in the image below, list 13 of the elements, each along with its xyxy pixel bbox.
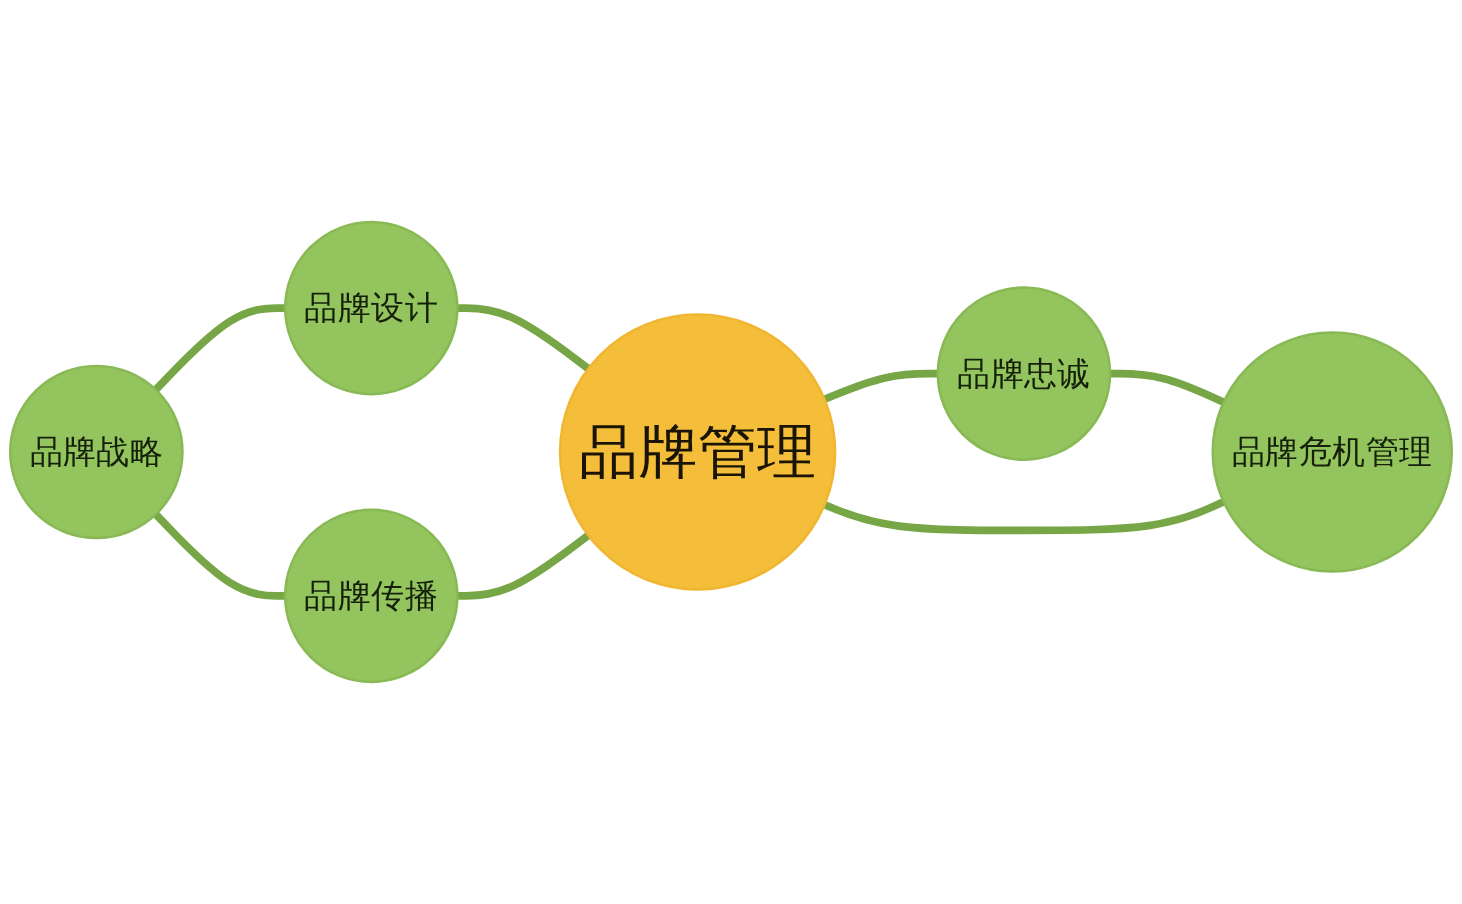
node-circle: 品牌传播 [283,508,459,684]
node-circle: 品牌忠诚 [936,286,1112,461]
node-circle: 品牌设计 [283,220,459,396]
connector [823,498,1226,535]
node-circle: 品牌战略 [9,364,184,540]
node-circle: 品牌管理 [558,313,837,591]
connector [457,304,591,372]
node-circle: 品牌危机管理 [1211,331,1453,573]
connector [1110,369,1226,406]
connector [457,532,591,600]
connector [153,304,286,393]
connector [153,511,286,600]
connector [823,369,938,403]
